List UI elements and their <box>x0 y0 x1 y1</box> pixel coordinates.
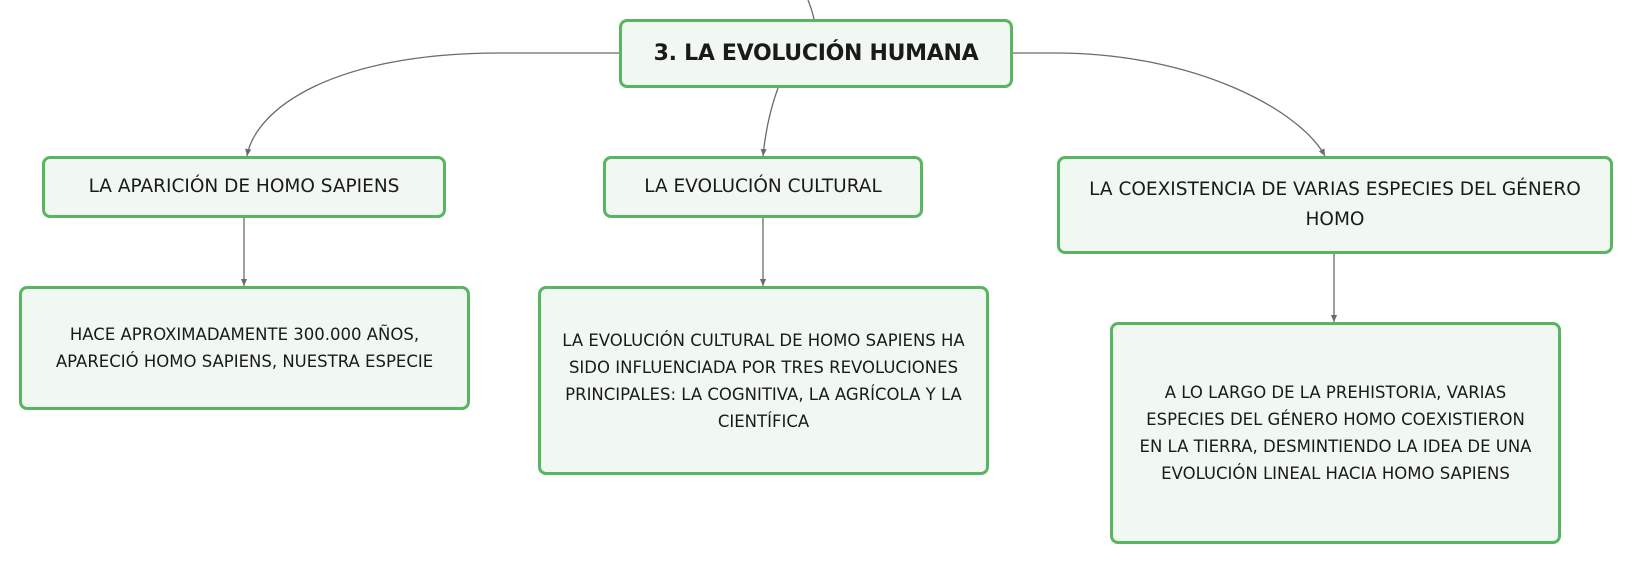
detail-text: LA EVOLUCIÓN CULTURAL DE HOMO SAPIENS HA… <box>562 330 965 431</box>
branch-node-aparicion[interactable]: LA APARICIÓN DE HOMO SAPIENS <box>42 156 446 218</box>
detail-node-coexistencia[interactable]: A LO LARGO DE LA PREHISTORIA, VARIAS ESP… <box>1110 322 1561 544</box>
root-title: 3. LA EVOLUCIÓN HUMANA <box>653 41 979 66</box>
connector-root-to-coexistencia <box>1013 52 1326 157</box>
connector-root-to-aparicion <box>245 52 619 157</box>
branch-title: LA EVOLUCIÓN CULTURAL <box>644 176 882 197</box>
branch-title: LA COEXISTENCIA DE VARIAS ESPECIES DEL G… <box>1089 179 1581 230</box>
branch-title: LA APARICIÓN DE HOMO SAPIENS <box>88 176 400 197</box>
connector-incoming-parent <box>807 0 815 20</box>
detail-text: A LO LARGO DE LA PREHISTORIA, VARIAS ESP… <box>1139 383 1532 483</box>
detail-node-aparicion[interactable]: HACE APROXIMADAMENTE 300.000 AÑOS, APARE… <box>19 286 470 410</box>
connector-root-to-cultural <box>760 87 779 157</box>
branch-node-cultural[interactable]: LA EVOLUCIÓN CULTURAL <box>603 156 923 218</box>
detail-text: HACE APROXIMADAMENTE 300.000 AÑOS, APARE… <box>55 325 434 371</box>
detail-node-cultural[interactable]: LA EVOLUCIÓN CULTURAL DE HOMO SAPIENS HA… <box>538 286 989 475</box>
branch-node-coexistencia[interactable]: LA COEXISTENCIA DE VARIAS ESPECIES DEL G… <box>1057 156 1613 254</box>
root-node[interactable]: 3. LA EVOLUCIÓN HUMANA <box>619 19 1013 88</box>
